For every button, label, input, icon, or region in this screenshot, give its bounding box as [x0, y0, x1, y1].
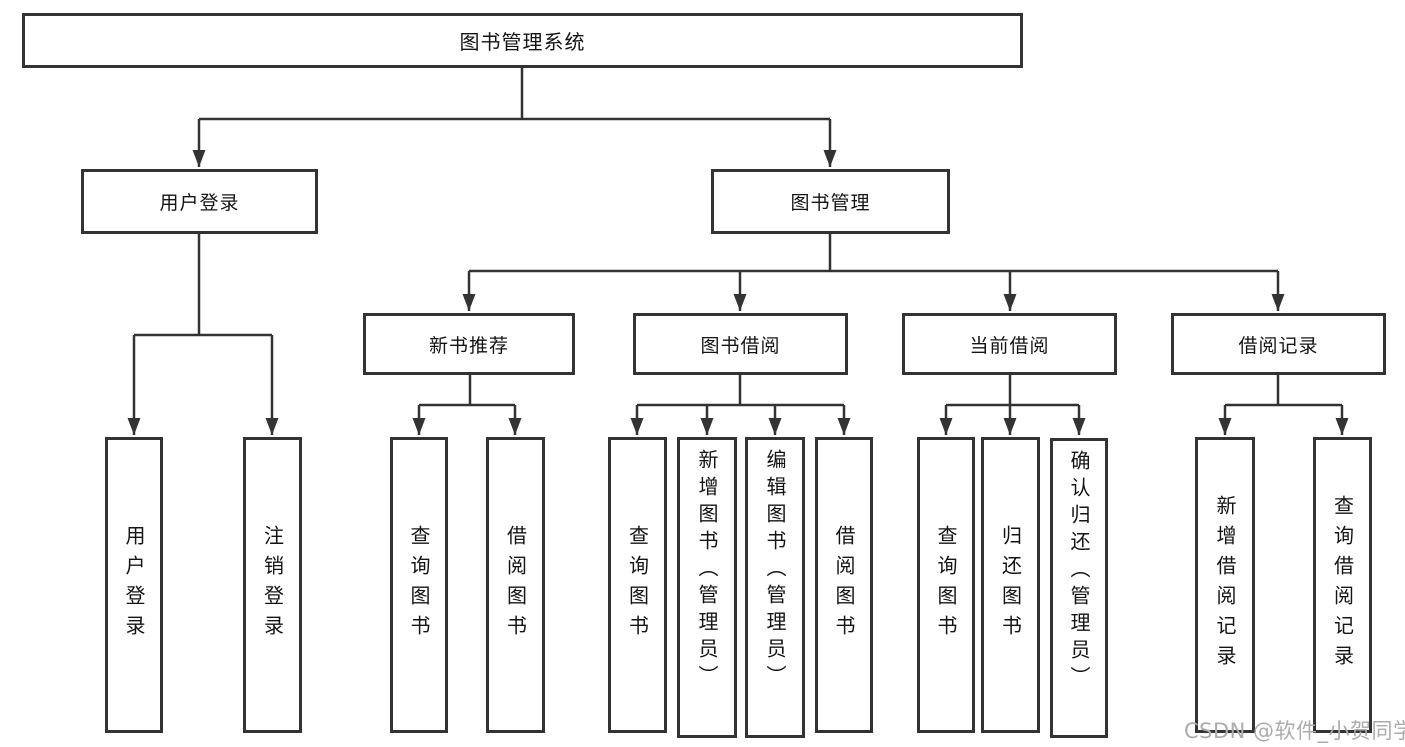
watermark: CSDN @软件_小贺同学 [1184, 719, 1405, 743]
leaf-edit-book-admin-label: 编辑图书（管理员） [763, 449, 787, 692]
leaf-query-books-current: 查询图书 [917, 437, 975, 733]
connector-current-borrow [939, 375, 1086, 435]
leaf-logout: 注销登录 [243, 437, 302, 733]
leaf-add-book-admin-label: 新增图书（管理员） [695, 449, 719, 692]
leaf-borrow-books-recommend: 借阅图书 [486, 437, 545, 733]
node-book-management: 图书管理 [711, 169, 950, 234]
leaf-edit-book-admin: 编辑图书（管理员） [745, 437, 805, 738]
connector-root [192, 68, 837, 167]
leaf-borrow-books-borrow-label: 借阅图书 [832, 525, 856, 645]
connector-borrow-records [1218, 375, 1349, 435]
connector-new-book-recommend [412, 375, 522, 435]
leaf-query-books-borrow-label: 查询图书 [625, 525, 650, 645]
leaf-query-books-recommend: 查询图书 [390, 437, 448, 733]
leaf-query-borrow-record-label: 查询借阅记录 [1330, 495, 1355, 675]
node-root: 图书管理系统 [22, 13, 1023, 68]
connector-book-borrow [630, 375, 851, 435]
leaf-confirm-return-admin-label: 确认归还（管理员） [1067, 450, 1091, 693]
leaf-query-borrow-record: 查询借阅记录 [1313, 437, 1372, 733]
leaf-confirm-return-admin: 确认归还（管理员） [1050, 438, 1108, 738]
node-current-borrow: 当前借阅 [902, 313, 1117, 375]
leaf-add-book-admin: 新增图书（管理员） [677, 437, 737, 738]
node-book-borrow-label: 图书借阅 [700, 334, 781, 357]
node-new-book-recommend: 新书推荐 [363, 313, 575, 375]
node-borrow-records: 借阅记录 [1171, 313, 1386, 375]
leaf-logout-label: 注销登录 [260, 525, 285, 645]
leaf-add-borrow-record-label: 新增借阅记录 [1213, 495, 1237, 675]
leaf-user-login-label: 用户登录 [122, 525, 146, 645]
node-root-label: 图书管理系统 [459, 30, 586, 54]
node-new-book-recommend-label: 新书推荐 [428, 334, 509, 357]
leaf-borrow-books-recommend-label: 借阅图书 [503, 525, 528, 645]
leaf-borrow-books-borrow: 借阅图书 [815, 437, 873, 733]
leaf-return-book-label: 归还图书 [998, 525, 1023, 645]
node-user-login-label: 用户登录 [159, 192, 240, 214]
leaf-user-login: 用户登录 [105, 437, 163, 733]
leaf-query-books-current-label: 查询图书 [934, 525, 958, 645]
connector-book-management [462, 234, 1285, 311]
node-borrow-records-label: 借阅记录 [1238, 334, 1319, 357]
leaf-return-book: 归还图书 [981, 437, 1040, 733]
leaf-query-books-borrow: 查询图书 [608, 437, 667, 733]
leaf-query-books-recommend-label: 查询图书 [407, 525, 431, 645]
connector-user-login [127, 234, 279, 435]
node-current-borrow-label: 当前借阅 [969, 334, 1050, 357]
leaf-add-borrow-record: 新增借阅记录 [1195, 437, 1255, 733]
node-book-management-label: 图书管理 [790, 192, 871, 214]
node-user-login: 用户登录 [81, 169, 318, 234]
node-book-borrow: 图书借阅 [633, 313, 848, 375]
